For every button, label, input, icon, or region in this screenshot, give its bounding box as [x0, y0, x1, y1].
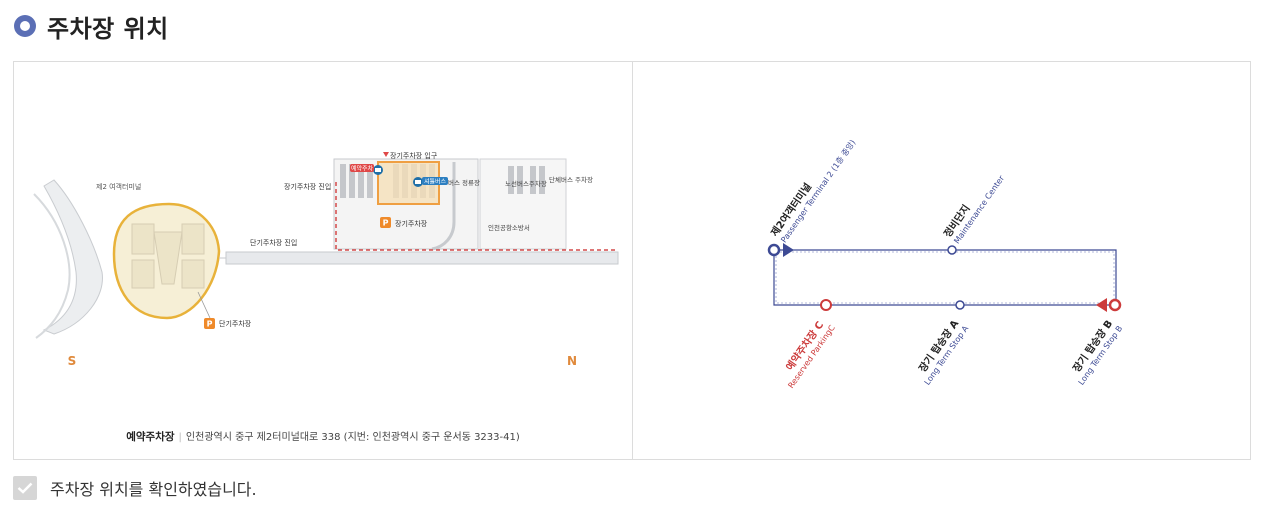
- parking-icon: [204, 318, 215, 329]
- short-term-parking-lots: [131, 223, 205, 289]
- section-title: 주차장 위치: [14, 10, 169, 43]
- entrance-marker-icon: [383, 152, 389, 157]
- confirm-checkbox[interactable]: [13, 476, 37, 500]
- long-term-parking-label: 장기주차장: [395, 219, 428, 228]
- checkmark-icon: [17, 482, 33, 494]
- route-line-inner: [775, 251, 1115, 304]
- panel-divider: [632, 62, 633, 459]
- bus-pin-icon: [413, 177, 423, 187]
- bus-pin-icon: [373, 165, 383, 175]
- svg-text:P: P: [207, 320, 213, 329]
- stop-long-term-a: 장기 탑승장 A Long Term Stop A: [916, 300, 971, 387]
- shuttle-route-diagram: 제2여객터미널 Passenger Terminal 2 (1층 중앙) 정비단…: [767, 138, 1124, 390]
- arrow-left-icon: [1096, 298, 1107, 312]
- parking-map: 예약주차 셔틀버스 제2 여객터미널 장기주차장 입구 장기주차장 진입 단기주…: [33, 151, 619, 368]
- short-term-parking-label: 단기주차장: [219, 319, 252, 328]
- terminal-outline: [33, 193, 71, 339]
- stop-en-label: Passenger Terminal 2 (1층 중앙): [778, 138, 857, 245]
- reserved-tag: [350, 164, 374, 172]
- svg-text:P: P: [383, 219, 389, 228]
- arrow-right-icon: [783, 243, 794, 257]
- fire-station-label: 인천공항소방서: [488, 223, 530, 232]
- stop-long-term-b: 장기 탑승장 B Long Term Stop B: [1070, 298, 1124, 387]
- stop-maintenance-center: 정비단지 Maintenance Center: [941, 173, 1007, 255]
- south-label: S: [68, 354, 77, 368]
- confirm-label: 주차장 위치를 확인하였습니다.: [50, 480, 257, 499]
- group-bus-label: 단체버스 주차장: [549, 175, 593, 184]
- terminal-building: [42, 179, 103, 335]
- long-term-entry-label: 장기주차장 진입: [284, 182, 331, 191]
- access-road: [431, 162, 456, 251]
- bus-tag: [422, 177, 448, 185]
- bus-garage-label: 노선버스주차장: [505, 179, 547, 188]
- bullet-circle-icon: [14, 15, 36, 37]
- bus-stop-label: 버스 정류장: [448, 178, 480, 187]
- short-term-entry-label: 단기주차장 진입: [250, 238, 297, 247]
- address-label: 예약주차장: [126, 431, 175, 443]
- long-term-entrance-label: 장기주차장 입구: [390, 151, 438, 160]
- parking-location-panel: 예약주차 셔틀버스 제2 여객터미널 장기주차장 입구 장기주차장 진입 단기주…: [13, 61, 1251, 460]
- main-road: [219, 251, 619, 265]
- leader-line: [197, 291, 211, 319]
- confirm-checkbox-row[interactable]: 주차장 위치를 확인하였습니다.: [13, 476, 257, 500]
- shuttle-route: [335, 182, 618, 251]
- stop-reserved-parking-c: 예약주차장 C Reserved ParkingC: [783, 299, 837, 390]
- address-text: 인천광역시 중구 제2터미널대로 338 (지번: 인천광역시 중구 운서동 3…: [185, 432, 520, 443]
- route-line: [773, 249, 1117, 306]
- parking-icon: [380, 217, 391, 228]
- bus-tag-label: 셔틀버스: [424, 178, 447, 186]
- address-line: 예약주차장|인천광역시 중구 제2터미널대로 338 (지번: 인천광역시 중구…: [126, 431, 520, 443]
- terminal-label: 제2 여객터미널: [96, 182, 141, 191]
- north-label: N: [567, 354, 577, 368]
- page-title: 주차장 위치: [47, 14, 169, 43]
- reserved-tag-label: 예약주차: [351, 165, 374, 173]
- stop-passenger-terminal-2: 제2여객터미널 Passenger Terminal 2 (1층 중앙): [767, 138, 857, 257]
